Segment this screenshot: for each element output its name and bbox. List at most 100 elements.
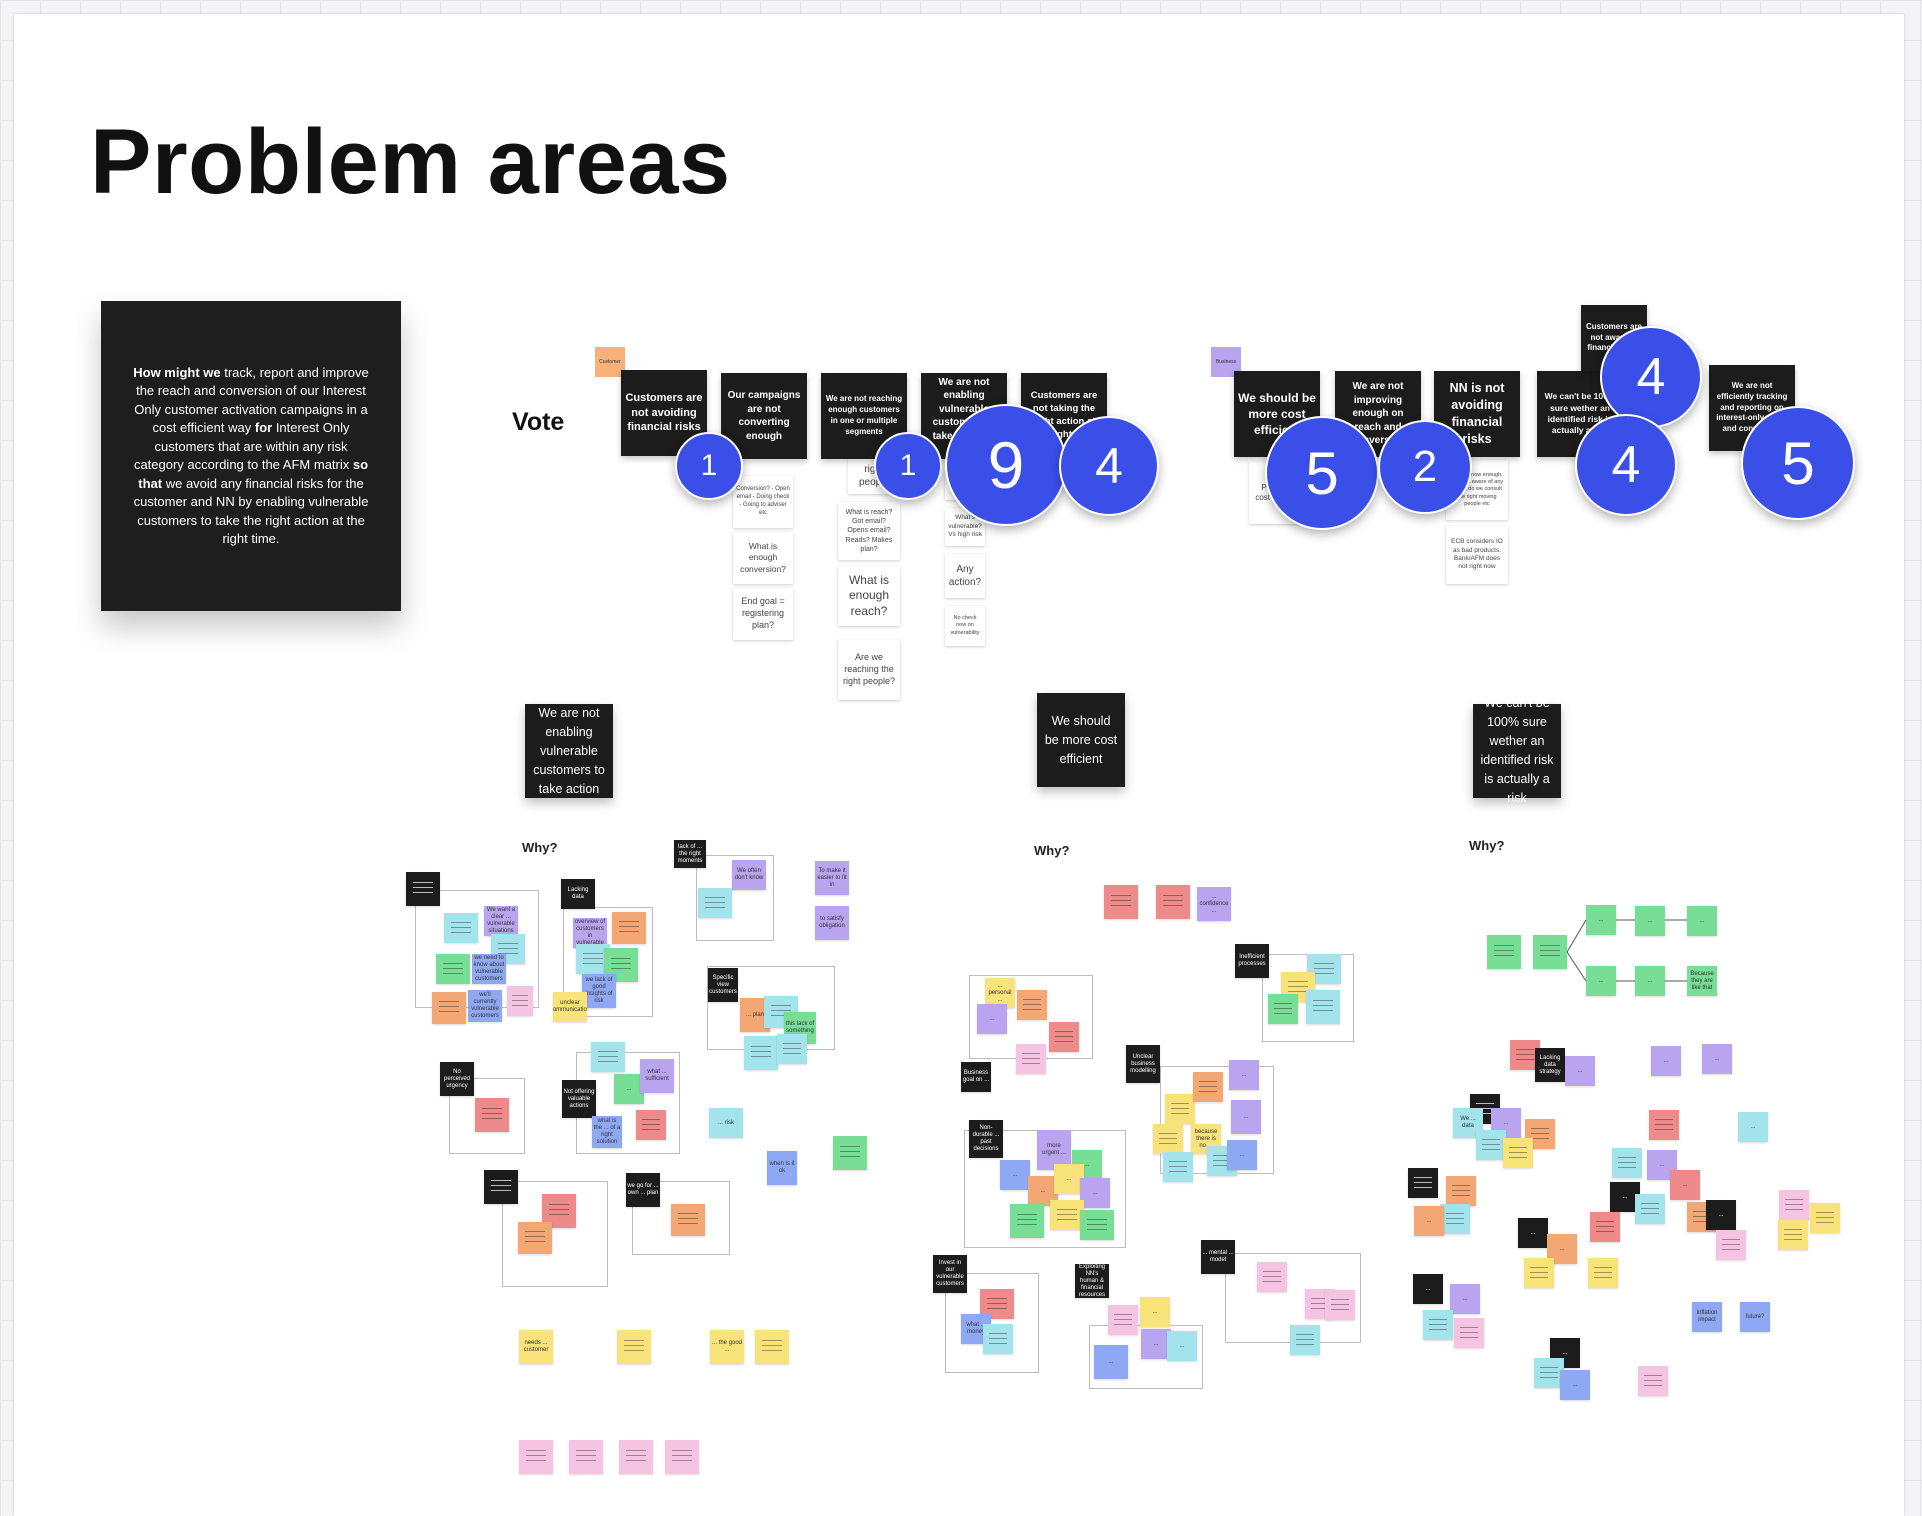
sticky-note[interactable]: ... xyxy=(1000,1160,1030,1190)
sticky-note[interactable] xyxy=(1446,1176,1476,1206)
sticky-note[interactable] xyxy=(1524,1258,1554,1288)
sticky-note[interactable] xyxy=(983,1324,1013,1354)
sticky-note[interactable]: Unclear business modelling xyxy=(1126,1045,1160,1083)
sticky-note[interactable] xyxy=(518,1222,552,1254)
sticky-note[interactable] xyxy=(475,1098,509,1132)
how-might-we-card[interactable]: How might we track, report and improve t… xyxy=(101,301,401,611)
sticky-note[interactable] xyxy=(1533,935,1567,969)
sticky-note[interactable]: Not offering valuable actions xyxy=(562,1080,596,1118)
sticky-note[interactable]: future? xyxy=(1740,1302,1770,1332)
comment-note[interactable]: What is enough conversion? xyxy=(733,532,793,584)
sticky-note[interactable] xyxy=(1590,1212,1620,1242)
sticky-note[interactable] xyxy=(1193,1072,1223,1102)
sticky-note[interactable]: ... xyxy=(1141,1329,1171,1359)
sticky-note[interactable] xyxy=(1810,1203,1840,1233)
vote-count-badge[interactable]: 1 xyxy=(675,432,743,500)
sticky-note[interactable] xyxy=(1165,1094,1195,1124)
sticky-note[interactable]: ... xyxy=(1054,1164,1084,1194)
sticky-note[interactable]: what ... sufficient xyxy=(640,1059,674,1093)
selected-problem-card[interactable]: We are not enabling vulnerable customers… xyxy=(525,704,613,798)
sticky-note[interactable]: ... confidence ... xyxy=(1197,887,1231,921)
sticky-note[interactable] xyxy=(1779,1190,1809,1220)
sticky-note[interactable]: Non-durable ... past decisions xyxy=(969,1120,1003,1158)
vote-count-badge[interactable]: 9 xyxy=(945,404,1067,526)
sticky-note[interactable]: ... risk xyxy=(709,1108,743,1138)
sticky-note[interactable] xyxy=(619,1440,653,1474)
sticky-note[interactable] xyxy=(1016,1044,1046,1074)
sticky-note[interactable]: we'll currently vulnerable customers xyxy=(468,990,502,1022)
sticky-note[interactable] xyxy=(665,1440,699,1474)
sticky-note[interactable] xyxy=(1153,1124,1183,1154)
sticky-note[interactable] xyxy=(1423,1310,1453,1340)
sticky-note[interactable] xyxy=(491,934,525,964)
sticky-note[interactable] xyxy=(612,912,646,944)
sticky-note[interactable]: ... xyxy=(1560,1370,1590,1400)
sticky-note[interactable] xyxy=(1440,1204,1470,1234)
sticky-note[interactable]: ... xyxy=(614,1074,644,1104)
sticky-note[interactable]: ... xyxy=(1586,966,1616,996)
sticky-note[interactable] xyxy=(444,913,478,943)
sticky-note[interactable] xyxy=(833,1136,867,1170)
sticky-note[interactable]: ... xyxy=(1080,1178,1110,1208)
sticky-note[interactable]: ... personal ... xyxy=(985,978,1015,1008)
vote-count-badge[interactable]: 1 xyxy=(874,432,942,500)
sticky-note[interactable]: ... xyxy=(1231,1100,1261,1134)
sticky-note[interactable] xyxy=(1476,1130,1506,1160)
sticky-note[interactable]: ... xyxy=(1635,966,1665,996)
comment-note[interactable]: ECB considers IO as bad products. Bank/A… xyxy=(1446,526,1508,584)
sticky-note[interactable]: ... xyxy=(1670,1170,1700,1200)
sticky-note[interactable]: unclear communication xyxy=(553,992,587,1022)
sticky-note[interactable]: ... xyxy=(1635,906,1665,936)
sticky-note[interactable] xyxy=(1408,1168,1438,1198)
sticky-note[interactable]: We often don't know xyxy=(732,860,766,890)
sticky-note[interactable] xyxy=(1534,1358,1564,1388)
problem-statement-card[interactable]: NN is not avoiding financial risks xyxy=(1434,371,1520,457)
sticky-note[interactable]: Invest in our vulnerable customers xyxy=(933,1255,967,1293)
sticky-note[interactable] xyxy=(1268,994,1298,1024)
sticky-note[interactable]: ... xyxy=(1651,1046,1681,1076)
sticky-note[interactable]: ... xyxy=(1140,1297,1170,1327)
sticky-note[interactable]: ... xyxy=(1414,1206,1444,1236)
sticky-note[interactable]: ... xyxy=(1518,1218,1548,1248)
sticky-note[interactable] xyxy=(1156,885,1190,919)
sticky-note[interactable]: ... xyxy=(1167,1331,1197,1361)
sticky-note[interactable] xyxy=(1588,1258,1618,1288)
sticky-note[interactable] xyxy=(1049,1022,1079,1052)
sticky-note[interactable]: ... xyxy=(1094,1345,1128,1379)
vote-count-badge[interactable]: 5 xyxy=(1741,406,1855,520)
sticky-note[interactable] xyxy=(1778,1220,1808,1250)
sticky-note[interactable] xyxy=(1612,1148,1642,1178)
comment-note[interactable]: What is enough reach? xyxy=(838,566,900,626)
sticky-note[interactable]: ... xyxy=(1227,1140,1257,1170)
sticky-note[interactable]: Inefficient processes xyxy=(1235,944,1269,978)
sticky-note[interactable] xyxy=(1325,1290,1355,1320)
selected-problem-card[interactable]: We should be more cost efficient xyxy=(1037,693,1125,787)
sticky-note[interactable]: To make it easier to fit in xyxy=(815,861,849,895)
comment-note[interactable]: End goal = registering plan? xyxy=(733,588,793,640)
sticky-note[interactable]: we go for ... own ... plan xyxy=(626,1173,660,1207)
sticky-note[interactable]: more urgent ... xyxy=(1037,1130,1071,1170)
sticky-note[interactable] xyxy=(436,954,470,984)
sticky-note[interactable]: we need to know about vulnerable custome… xyxy=(472,954,506,984)
sticky-note[interactable] xyxy=(432,992,466,1024)
sticky-note[interactable]: what is the ... of a right solution xyxy=(592,1116,622,1148)
sticky-note[interactable]: ... xyxy=(1450,1284,1480,1314)
sticky-note[interactable]: ... xyxy=(1565,1056,1595,1086)
sticky-note[interactable] xyxy=(1487,935,1521,969)
comment-note[interactable]: No check now on vulnerability xyxy=(945,606,985,646)
sticky-note[interactable] xyxy=(1010,1204,1044,1238)
vote-count-badge[interactable]: 4 xyxy=(1059,416,1159,516)
sticky-note[interactable] xyxy=(604,948,638,982)
sticky-note[interactable]: Specific view customers xyxy=(708,968,738,1002)
comment-note[interactable]: Conversion? - Open email - Doing check -… xyxy=(733,476,793,528)
sticky-note[interactable] xyxy=(1454,1318,1484,1348)
sticky-note[interactable] xyxy=(671,1204,705,1236)
category-tag[interactable]: Customer xyxy=(595,347,625,377)
comment-note[interactable]: Are we reaching the right people? xyxy=(838,640,900,700)
sticky-note[interactable]: to satisfy obligation xyxy=(815,906,849,940)
sticky-note[interactable]: Exploiting NN's human & financial resour… xyxy=(1075,1264,1109,1298)
sticky-note[interactable] xyxy=(1050,1200,1084,1230)
vote-count-badge[interactable]: 2 xyxy=(1378,420,1472,514)
vote-count-badge[interactable]: 4 xyxy=(1575,414,1677,516)
sticky-note[interactable]: ... xyxy=(1687,906,1717,936)
